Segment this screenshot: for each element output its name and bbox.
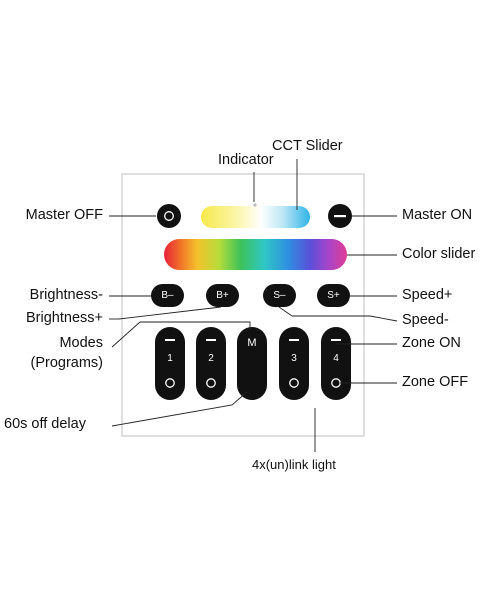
cct-slider-label: CCT Slider	[272, 138, 343, 154]
link-light-label: 4x(un)link light	[252, 457, 336, 472]
speed-minus-label: S–	[273, 290, 286, 301]
zone-4-on-icon	[331, 339, 341, 341]
zone-4-button[interactable]	[321, 327, 351, 400]
leader-lines	[109, 159, 398, 452]
color-slider[interactable]	[164, 239, 347, 270]
programs-label: (Programs)	[30, 355, 103, 371]
master-off-button[interactable]	[157, 204, 181, 228]
color-slider-label: Color slider	[402, 246, 476, 262]
brightness-plus-label: B+	[216, 290, 229, 301]
modes-label: Modes	[59, 335, 103, 351]
indicator-label: Indicator	[218, 152, 274, 168]
zone-3-button[interactable]	[279, 327, 309, 400]
master-on-label: Master ON	[402, 207, 473, 223]
zone-2-off-icon	[206, 378, 216, 388]
brightness-minus-button[interactable]	[151, 284, 184, 307]
zone-1-on-icon	[165, 339, 175, 341]
speed-plus-text: Speed+	[402, 287, 453, 303]
zone-1-number: 1	[167, 353, 173, 364]
leader-modes	[111, 321, 251, 348]
zone-1-button[interactable]	[155, 327, 185, 400]
zone-1-off-icon	[165, 378, 175, 388]
leader-off-delay	[111, 391, 248, 427]
indicator-light	[253, 203, 257, 207]
zone-4-number: 4	[333, 353, 339, 364]
speed-plus-label: S+	[327, 290, 340, 301]
speed-plus-button[interactable]	[317, 284, 350, 307]
mode-button[interactable]	[237, 327, 267, 400]
speed-minus-text: Speed-	[402, 312, 449, 328]
zone-on-label: Zone ON	[402, 335, 461, 351]
mode-letter: M	[247, 337, 257, 349]
remote-panel	[121, 173, 365, 437]
cct-slider[interactable]	[201, 206, 310, 228]
zone-3-on-icon	[289, 339, 299, 341]
zone-2-on-icon	[206, 339, 216, 341]
master-off-label: Master OFF	[25, 207, 103, 223]
circle-outline-icon	[164, 211, 174, 221]
zone-3-off-icon	[289, 378, 299, 388]
minus-icon	[334, 215, 346, 218]
zone-3-number: 3	[291, 353, 297, 364]
brightness-plus-text: Brightness+	[26, 310, 103, 326]
brightness-minus-label: B–	[161, 290, 174, 301]
leader-speed-minus	[278, 306, 293, 317]
brightness-minus-text: Brightness-	[29, 287, 103, 303]
zone-2-button[interactable]	[196, 327, 226, 400]
brightness-plus-button[interactable]	[206, 284, 239, 307]
speed-minus-button[interactable]	[263, 284, 296, 307]
off-delay-label: 60s off delay	[4, 416, 86, 432]
zone-off-label: Zone OFF	[402, 374, 469, 390]
zone-2-number: 2	[208, 353, 214, 364]
